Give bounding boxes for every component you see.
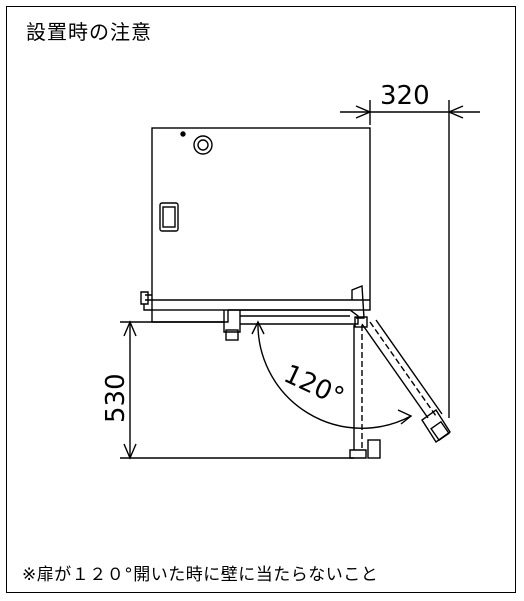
open-door xyxy=(361,319,451,443)
dim-320: 320 xyxy=(380,81,430,111)
caution-note: ※扉が１２０°開いた時に壁に当たらないこと xyxy=(22,565,379,585)
knob-icon xyxy=(193,135,213,155)
diagram-title: 設置時の注意 xyxy=(26,20,152,44)
display-window xyxy=(159,202,179,232)
dim-120deg: 120° xyxy=(279,359,348,413)
angle-arc xyxy=(257,321,412,429)
cabinet-body xyxy=(151,127,371,311)
dim-530: 530 xyxy=(101,373,131,423)
